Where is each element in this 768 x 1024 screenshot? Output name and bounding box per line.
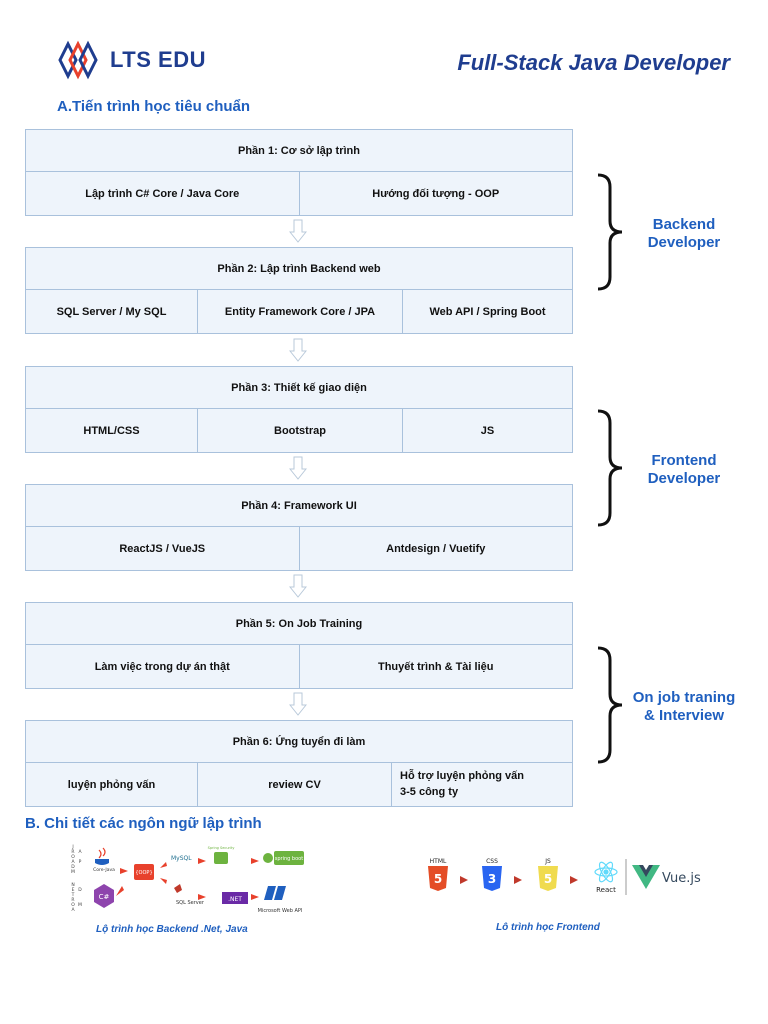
side-letter: A <box>71 907 75 913</box>
phase-item: SQL Server / My SQL <box>26 290 198 333</box>
svg-text:Microsoft Web API: Microsoft Web API <box>258 908 303 914</box>
svg-text:CSS: CSS <box>486 858 498 865</box>
lts-logo-icon <box>58 40 98 80</box>
page-title: Full-Stack Java Developer <box>457 50 730 75</box>
phase-title: Phần 4: Framework UI <box>26 485 572 527</box>
svg-text:MySQL: MySQL <box>171 855 192 862</box>
svg-text:{OOP}: {OOP} <box>135 870 152 876</box>
side-letter: N <box>71 882 74 888</box>
svg-text:SQL Server: SQL Server <box>176 900 205 906</box>
down-arrow-icon <box>289 219 307 243</box>
html5-logo-icon: HTML 5 <box>428 858 448 891</box>
react-logo-icon <box>594 861 618 883</box>
phase-3: Phần 3: Thiết kế giao diện HTML/CSS Boot… <box>25 366 573 453</box>
spring-boot-logo-icon: spring boot <box>263 851 304 865</box>
brand-name: LTS EDU <box>110 47 206 72</box>
frontend-caption: Lô trình học Frontend <box>496 922 600 933</box>
phase-item: Làm việc trong dự án thật <box>26 645 300 688</box>
phase-item: ReactJS / VueJS <box>26 527 300 570</box>
csharp-logo-icon: C# <box>94 884 114 908</box>
side-letter: D <box>78 887 82 893</box>
svg-text:.NET: .NET <box>228 896 242 903</box>
phase-title: Phần 3: Thiết kế giao diện <box>26 367 572 409</box>
phase-item: Web API / Spring Boot <box>429 305 546 318</box>
side-letter: A <box>78 849 82 855</box>
backend-caption: Lộ trình học Backend .Net, Java <box>96 924 248 935</box>
react-label: React <box>596 886 616 894</box>
phase-item: luyện phỏng vấn <box>26 763 198 806</box>
phase-6: Phần 6: Ứng tuyển đi làm luyện phỏng vấn… <box>25 720 573 807</box>
svg-text:5: 5 <box>544 872 552 886</box>
phase-item: Thuyết trình & Tài liệu <box>377 660 494 673</box>
side-letter: R <box>71 897 74 903</box>
phase-title: Phần 1: Cơ sở lập trình <box>26 130 572 172</box>
arrow-icon <box>570 876 578 884</box>
down-arrow-icon <box>289 456 307 480</box>
frontend-roadmap-image: HTML 5 CSS 3 JS 5 React Vue.js <box>428 858 701 895</box>
svg-text:Core-Java: Core-Java <box>93 867 115 873</box>
svg-text:3: 3 <box>488 872 496 886</box>
sql-server-logo-icon: SQL Server <box>174 884 205 906</box>
side-letter: O <box>71 902 75 908</box>
side-letter: P <box>79 859 82 865</box>
phase-item: review CV <box>198 763 392 806</box>
side-letter: T <box>71 892 75 898</box>
side-letter: A <box>71 859 75 865</box>
phase-5: Phần 5: On Job Training Làm việc trong d… <box>25 602 573 689</box>
side-letter: M <box>78 902 82 908</box>
section-b-heading: B. Chi tiết các ngôn ngữ lập trình <box>25 815 262 832</box>
svg-text:spring boot: spring boot <box>275 856 303 862</box>
section-a-heading: A.Tiến trình học tiêu chuẩn <box>57 98 251 115</box>
phase-title: Phần 5: On Job Training <box>26 603 572 645</box>
roadmap-arrows <box>116 858 259 900</box>
dotnet-logo-icon: .NET <box>222 892 248 904</box>
js-logo-icon: JS 5 <box>538 858 558 891</box>
phase-item: Antdesign / Vuetify <box>386 542 486 555</box>
brace-onjob <box>597 646 623 764</box>
brand-logo: LTS EDU <box>56 40 206 80</box>
phase-item: HTML/CSS <box>26 409 198 452</box>
side-letter: M <box>71 869 75 875</box>
svg-text:JS: JS <box>544 858 551 865</box>
web-api-logo-icon: Microsoft Web API <box>258 886 303 914</box>
phase-4: Phần 4: Framework UI ReactJS / VueJS Ant… <box>25 484 573 571</box>
phase-title: Phần 6: Ứng tuyển đi làm <box>26 721 572 763</box>
side-letter: J <box>71 844 73 850</box>
vue-logo-icon <box>632 865 660 889</box>
backend-roadmap-image: J R O A D M A P N E T R O A D M Core-Jav… <box>71 844 304 914</box>
side-letter: R <box>71 849 74 855</box>
side-letter: O <box>71 854 75 860</box>
phase-1: Phần 1: Cơ sở lập trình Lập trình C# Cor… <box>25 129 573 216</box>
role-onjob: On job traning& Interview <box>632 689 736 724</box>
phase-title: Phần 2: Lập trình Backend web <box>26 248 572 290</box>
down-arrow-icon <box>289 338 307 362</box>
arrow-icon <box>514 876 522 884</box>
svg-text:HTML: HTML <box>430 858 447 865</box>
svg-text:Spring Security: Spring Security <box>208 846 235 850</box>
phase-item: Hướng đối tượng - OOP <box>372 187 500 200</box>
arrow-icon <box>460 876 468 884</box>
down-arrow-icon <box>289 692 307 716</box>
phase-2: Phần 2: Lập trình Backend web SQL Server… <box>25 247 573 334</box>
svg-text:5: 5 <box>434 872 442 886</box>
svg-text:C#: C# <box>99 893 110 901</box>
mysql-logo-icon: MySQL <box>171 855 192 862</box>
phase-item: Entity Framework Core / JPA <box>198 290 403 333</box>
side-letter: D <box>71 864 75 870</box>
java-logo-icon: Core-Java <box>93 847 115 873</box>
down-arrow-icon <box>289 574 307 598</box>
brace-backend <box>597 173 623 291</box>
side-letter: E <box>72 887 75 893</box>
brace-frontend <box>597 409 623 527</box>
vue-label: Vue.js <box>662 871 701 886</box>
phase-item: Lập trình C# Core / Java Core <box>26 172 300 215</box>
spring-security-logo-icon: Spring Security <box>208 846 235 864</box>
phase-item: Bootstrap <box>198 409 403 452</box>
phase-item: JS <box>480 424 495 437</box>
css3-logo-icon: CSS 3 <box>482 858 502 891</box>
oop-logo-icon: {OOP} <box>134 864 154 880</box>
